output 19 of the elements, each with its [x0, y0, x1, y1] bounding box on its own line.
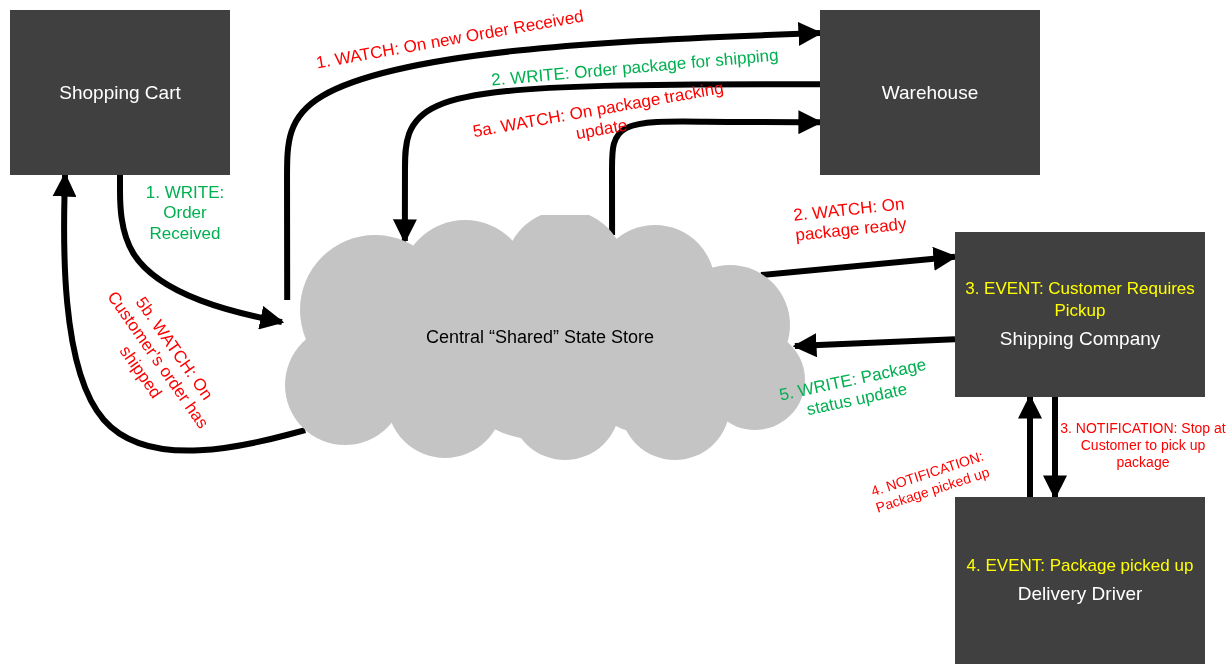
- process-box: [955, 232, 1205, 397]
- edge-label: 2. WATCH: On package ready: [791, 193, 909, 248]
- node-title: Shipping Company: [999, 326, 1161, 351]
- event-label: 4. EVENT: Package picked up: [966, 555, 1194, 577]
- arrow: [117, 175, 285, 330]
- edge-label: 5. WRITE: Package status update: [776, 353, 929, 422]
- edge-label: 3. NOTIFICATION: Stop at Customer to pick up package: [1059, 420, 1227, 471]
- arrow: [392, 81, 820, 244]
- node-title: Central “Shared” State Store: [425, 326, 655, 349]
- process-box: [955, 497, 1205, 664]
- node-title: Shopping Cart: [59, 80, 181, 105]
- arrow: [792, 333, 956, 358]
- arrow: [1043, 397, 1067, 500]
- process-box: [820, 10, 1040, 175]
- edge-label: 1. WRITE: Order Received: [144, 183, 226, 245]
- process-box: [10, 10, 230, 175]
- event-label: 3. EVENT: Customer Requires Pickup: [964, 278, 1196, 321]
- node-title: Delivery Driver: [1017, 582, 1143, 606]
- node-title: Warehouse: [881, 80, 979, 105]
